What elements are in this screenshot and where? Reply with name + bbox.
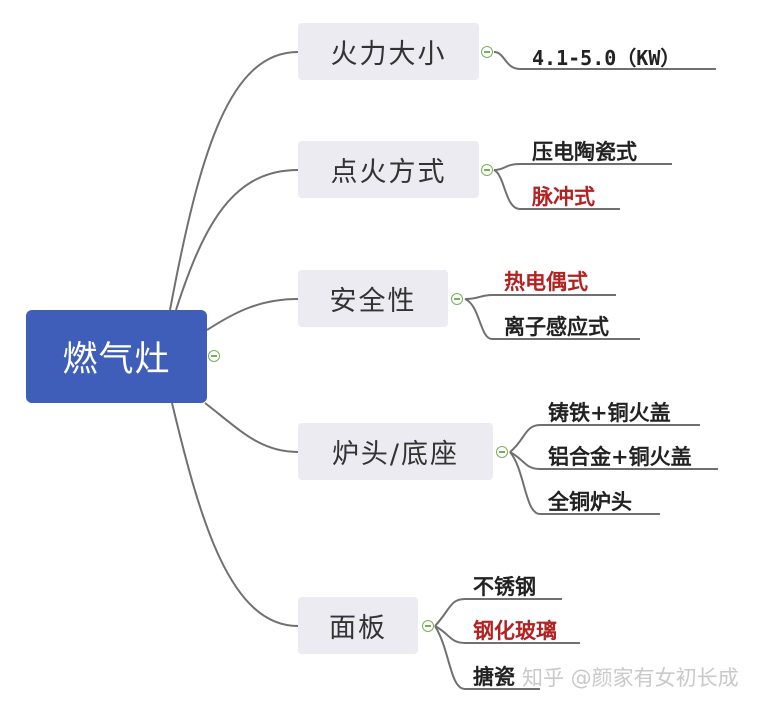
branch-node-firepower[interactable]: 火力大小 — [298, 23, 479, 80]
branch-collapse-icon-panel[interactable] — [422, 620, 434, 632]
leaf-enamel: 搪瓷 — [473, 664, 515, 689]
leaf-stainless-steel: 不锈钢 — [473, 574, 536, 599]
branch-node-ignition[interactable]: 点火方式 — [298, 141, 479, 198]
branch-label: 点火方式 — [330, 157, 447, 188]
connector-burner-leaf-2 — [509, 451, 718, 470]
leaf-aluminum-alloy: 铝合金+铜火盖 — [548, 444, 692, 469]
branch-collapse-icon-ignition[interactable] — [481, 164, 493, 176]
branch-label: 安全性 — [329, 286, 417, 317]
watermark: 知乎 @颜家有女初长成 — [522, 666, 739, 690]
leaf-full-copper: 全铜炉头 — [548, 489, 632, 514]
connector-root-safety — [206, 298, 299, 331]
connector-safety-leaf-2 — [464, 298, 640, 340]
connector-firepower-leaf — [493, 51, 716, 70]
branch-node-burner[interactable]: 炉头/底座 — [298, 423, 493, 480]
leaf-thermocouple: 热电偶式 — [504, 269, 588, 294]
branch-node-safety[interactable]: 安全性 — [298, 270, 448, 327]
leaf-cast-iron: 铸铁+铜火盖 — [548, 400, 671, 425]
connector-root-firepower — [169, 51, 299, 311]
connector-root-panel — [171, 402, 299, 627]
branch-label: 火力大小 — [330, 39, 447, 70]
root-collapse-icon[interactable] — [208, 350, 220, 362]
leaf-firepower-range: 4.1-5.0（KW） — [532, 46, 681, 70]
leaf-pulse: 脉冲式 — [532, 184, 595, 209]
branch-collapse-icon-safety[interactable] — [451, 293, 463, 305]
connector-ignition-leaf-2 — [493, 169, 620, 210]
connector-root-burner — [204, 402, 299, 453]
connector-panel-leaf-3 — [434, 625, 540, 690]
branch-collapse-icon-firepower[interactable] — [481, 46, 493, 58]
branch-label: 炉头/底座 — [331, 439, 460, 470]
branch-collapse-icon-burner[interactable] — [496, 446, 508, 458]
branch-label: 面板 — [329, 613, 387, 644]
leaf-ion-sensing: 离子感应式 — [504, 314, 609, 339]
leaf-tempered-glass: 钢化玻璃 — [473, 618, 557, 643]
connector-safety-leaf-1 — [464, 294, 616, 300]
root-node[interactable]: 燃气灶 — [26, 310, 207, 403]
branch-node-panel[interactable]: 面板 — [298, 597, 418, 654]
connector-root-ignition — [175, 169, 299, 311]
connector-panel-leaf-1 — [434, 598, 562, 627]
leaf-piezo-ceramic: 压电陶瓷式 — [532, 139, 637, 164]
connector-ignition-leaf-1 — [493, 163, 672, 171]
root-label: 燃气灶 — [62, 340, 171, 380]
connector-burner-leaf-3 — [509, 451, 660, 515]
connector-burner-leaf-1 — [509, 424, 700, 453]
connector-panel-leaf-2 — [434, 625, 580, 644]
